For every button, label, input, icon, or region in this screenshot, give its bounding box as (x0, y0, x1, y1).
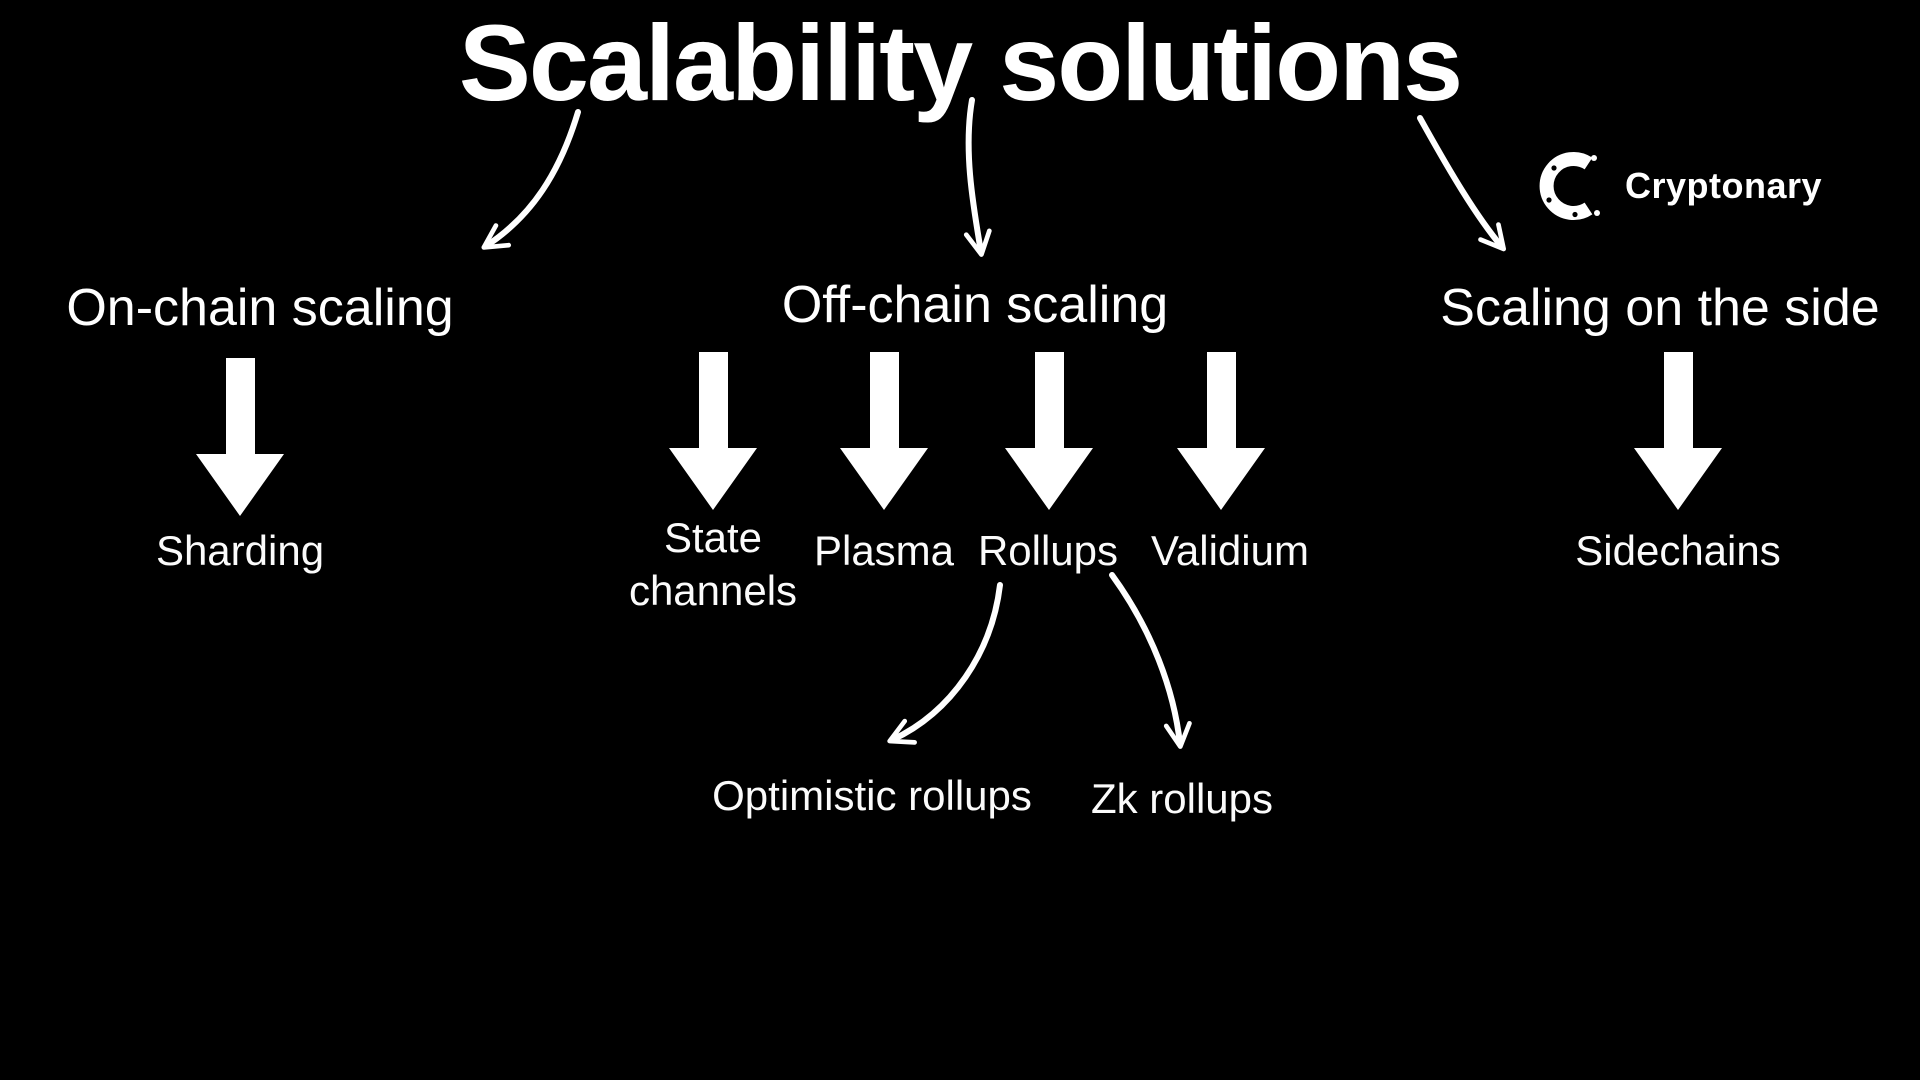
arrow-rollups-to-optimistic (887, 582, 1003, 745)
cryptonary-logo: Cryptonary (1537, 148, 1822, 224)
cryptonary-c-icon (1539, 152, 1600, 220)
node-sharding: Sharding (155, 527, 325, 574)
arrow-title-to-side (1417, 115, 1507, 252)
branch-label-on-chain: On-chain scaling (66, 279, 454, 337)
arrow-rollups-to-zk (1109, 572, 1192, 749)
arrow-title-to-on-chain (481, 109, 581, 250)
branch-label-off-chain: Off-chain scaling (781, 276, 1169, 334)
node-sidechains: Sidechains (1575, 527, 1781, 574)
down-arrow-validium (1177, 352, 1265, 510)
node-plasma: Plasma (813, 527, 955, 574)
node-state-channels: State channels (628, 514, 798, 614)
down-arrow-on-chain (196, 358, 284, 516)
down-arrow-state-channels (669, 352, 757, 510)
down-arrow-plasma (840, 352, 928, 510)
node-rollups: Rollups (977, 527, 1119, 574)
node-validium: Validium (1151, 527, 1309, 574)
diagram-title: Scalability solutions (458, 2, 1463, 123)
down-arrow-sidechains (1634, 352, 1722, 510)
node-optimistic-rollups: Optimistic rollups (712, 772, 1032, 819)
logo-text: Cryptonary (1625, 165, 1823, 206)
node-zk-rollups: Zk rollups (1090, 775, 1274, 822)
branch-label-side: Scaling on the side (1440, 279, 1880, 337)
down-arrow-rollups (1005, 352, 1093, 510)
